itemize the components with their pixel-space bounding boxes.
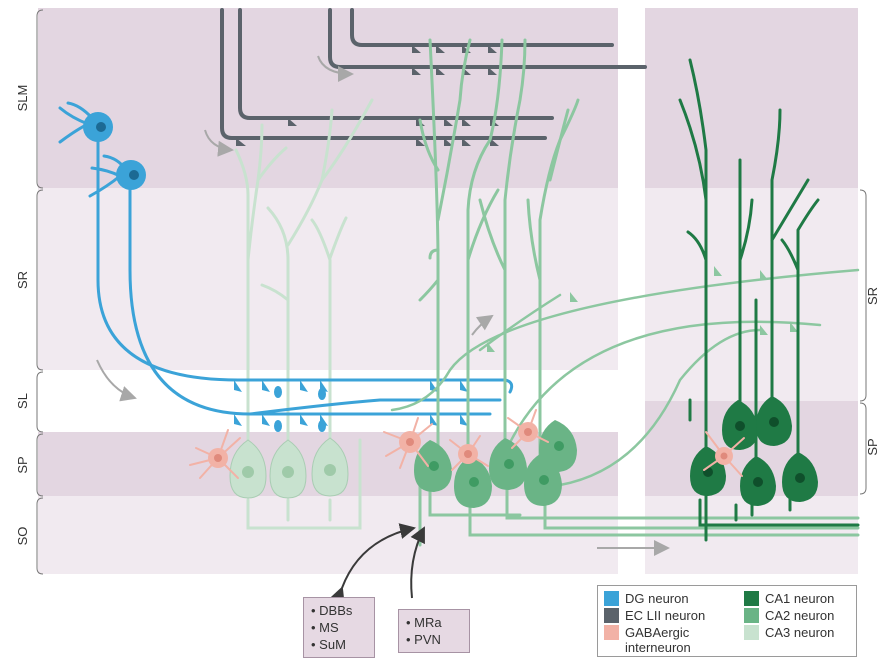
flow-arrows xyxy=(96,55,670,556)
layer-label-right-sp: SP xyxy=(865,438,880,455)
flow-arrow-ec-1 xyxy=(204,129,234,157)
gaba-interneurons xyxy=(189,409,745,479)
legend-swatch-ec xyxy=(604,608,619,623)
input-region-sum: SuM xyxy=(311,636,367,653)
band-right-sr xyxy=(645,188,858,401)
legend-item-ec: EC LII neuron xyxy=(604,608,705,623)
legend-item-ca1: CA1 neuron xyxy=(744,591,834,606)
layer-brackets-right xyxy=(859,189,867,495)
legend-item-ca2: CA2 neuron xyxy=(744,608,834,623)
input-arrow-right xyxy=(410,526,425,599)
ca3-nucleus-1 xyxy=(242,466,254,478)
flow-arrow-sc xyxy=(471,314,494,336)
layer-label-sp: SP xyxy=(15,456,30,473)
input-arrow-left xyxy=(329,523,416,604)
input-box-septal-hypothalamic: DBBs MS SuM xyxy=(303,597,375,658)
layer-label-sr: SR xyxy=(15,271,30,289)
layer-label-right-sr: SR xyxy=(865,287,880,305)
layer-brackets-left xyxy=(36,9,44,575)
layer-label-sl: SL xyxy=(15,393,30,409)
legend-swatch-ca2 xyxy=(744,608,759,623)
legend-label-ca3: CA3 neuron xyxy=(765,625,835,640)
legend-item-ca3: CA3 neuron xyxy=(744,625,834,640)
legend-swatch-ca1 xyxy=(744,591,759,606)
ca3-nucleus-2 xyxy=(282,466,294,478)
legend-label-ec: EC LII neuron xyxy=(625,608,706,623)
legend: DG neuron EC LII neuron GABAergic intern… xyxy=(597,585,857,657)
input-region-dbbs: DBBs xyxy=(311,602,367,619)
input-box-raphe-pvn: MRa PVN xyxy=(398,609,470,653)
ca3-nucleus-3 xyxy=(324,464,336,476)
legend-label-ca1: CA1 neuron xyxy=(765,591,835,606)
input-region-ms: MS xyxy=(311,619,367,636)
flow-arrow-dg xyxy=(96,359,137,402)
band-right-slm xyxy=(645,8,858,188)
legend-label-dg: DG neuron xyxy=(625,591,689,606)
layer-labels-right: SR SP xyxy=(865,287,880,456)
legend-item-dg: DG neuron xyxy=(604,591,689,606)
layer-labels-left: SLM SR SL SP SO xyxy=(15,85,30,546)
dg-nucleus-1 xyxy=(96,122,106,132)
input-region-mra: MRa xyxy=(406,614,462,631)
legend-swatch-dg xyxy=(604,591,619,606)
layer-label-so: SO xyxy=(15,527,30,546)
input-region-pvn: PVN xyxy=(406,631,462,648)
flow-arrow-ec-2 xyxy=(317,55,354,82)
ca1-neurons xyxy=(678,58,860,542)
dg-neurons xyxy=(58,101,514,432)
legend-label-gaba: GABAergic interneuron xyxy=(625,625,691,655)
input-arrows xyxy=(329,523,425,604)
legend-swatch-gaba xyxy=(604,625,619,640)
band-sr xyxy=(38,188,618,370)
layer-label-slm: SLM xyxy=(15,85,30,112)
legend-item-gaba: GABAergic interneuron xyxy=(604,625,724,655)
legend-swatch-ca3 xyxy=(744,625,759,640)
dg-nucleus-2 xyxy=(129,170,139,180)
ca2-neurons xyxy=(390,38,860,547)
ca3-neurons xyxy=(229,98,374,530)
legend-label-ca2: CA2 neuron xyxy=(765,608,835,623)
